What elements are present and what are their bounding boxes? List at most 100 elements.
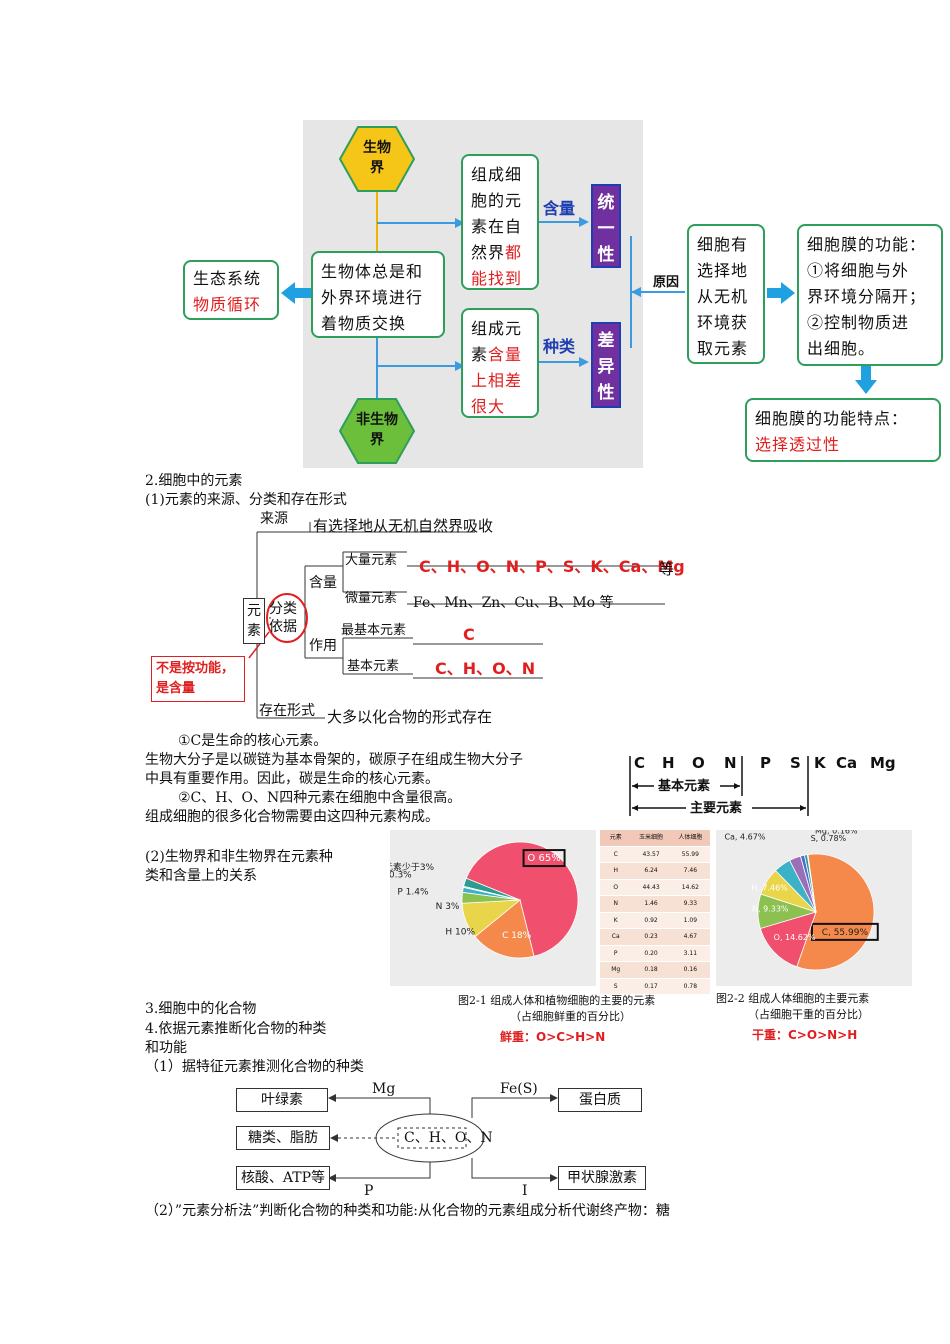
- table-cell: 0.17: [644, 982, 658, 990]
- most-basic-label: 最基本元素: [341, 623, 407, 638]
- sub4-1: （1）据特征元素推测化合物的种类: [145, 1059, 364, 1075]
- table-row: P 0.20 3.11: [600, 945, 710, 962]
- pie-label: O, 14.62%: [774, 933, 816, 942]
- basis-label: 分类 依据: [269, 601, 297, 635]
- el-n: N: [724, 754, 737, 772]
- table-cell: Ca: [611, 933, 620, 940]
- macro-elements: C、H、O、N、P、S、K、Ca、Mg: [419, 557, 685, 576]
- table-cell: P: [613, 949, 618, 957]
- table-cell: 0.78: [683, 982, 698, 990]
- label-content: 含量: [543, 199, 576, 218]
- el-o: O: [692, 754, 705, 772]
- hex-bio-label: 生物界: [363, 140, 391, 176]
- p1-line1: 生物大分子是以碳链为基本骨架的，碳原子在组成生物大分子: [145, 752, 523, 768]
- nucleic-box: 核酸、ATP等: [236, 1166, 330, 1190]
- found-line4: 然界都: [471, 243, 523, 262]
- label-fe-s: Fe(S): [500, 1081, 538, 1097]
- table-cell: 9.33: [683, 900, 698, 907]
- p2-title: ②C、H、O、N四种元素在细胞中含量很高。: [178, 790, 462, 806]
- section4-line1: 4.依据元素推断化合物的种类: [145, 1021, 327, 1037]
- table-cell: 0.20: [644, 949, 658, 957]
- found-line5: 能找到: [471, 269, 523, 288]
- sub4-2: （2）”元素分析法”判断化合物的种类和功能:从化合物的元素组成分析代谢终产物：糖: [145, 1203, 670, 1219]
- el-k: K: [814, 754, 826, 772]
- element-tree: 来源 有选择地从无机自然界吸收 元 素 分类 依据 含量 作用 大量元素 C、H…: [145, 508, 685, 730]
- sub2-line2: 类和含量上的关系: [145, 868, 257, 884]
- table-cell: 7.46: [683, 867, 698, 874]
- fig1-note: 鲜重：O>C>H>N: [500, 1030, 606, 1044]
- chlorophyll-box: 叶绿素: [236, 1088, 328, 1112]
- section2-sub1: (1)元素的来源、分类和存在形式: [145, 492, 347, 508]
- pie-label: Mg, 0.16%: [815, 830, 858, 836]
- found-line2: 胞的元: [471, 191, 523, 210]
- found-line1: 组成细: [471, 165, 523, 184]
- el-p: P: [760, 754, 771, 772]
- diff-line2: 素含量: [471, 345, 523, 364]
- hexagon-bio: [339, 126, 415, 192]
- most-basic-element: C: [463, 625, 475, 644]
- el-s: S: [790, 754, 801, 772]
- table-cell: N: [613, 900, 618, 907]
- micro-label: 微量元素: [345, 591, 398, 606]
- exchange-box: 生物体总是和外界环境进行着物质交换: [311, 251, 445, 338]
- table-cell: 玉米细胞: [639, 834, 664, 841]
- fig1-caption-line1: 图2-1 组成人体和植物细胞的主要的元素: [458, 994, 656, 1007]
- form-text: 大多以化合物的形式存在: [327, 708, 493, 726]
- section3-title: 3.细胞中的化合物: [145, 1001, 257, 1017]
- pie-label: S, 0.78%: [811, 834, 847, 843]
- hex-nonbio-label: 非生物界: [356, 412, 398, 448]
- difference-bar: 差 异 性: [591, 322, 621, 408]
- source-text: 有选择地从无机自然界吸收: [313, 517, 494, 535]
- pie-slice: [463, 877, 521, 901]
- table-cell: 43.57: [642, 850, 660, 858]
- macro-label: 大量元素: [345, 553, 398, 568]
- table-cell: C: [613, 850, 618, 858]
- sub2-line1: (2)生物界和非生物界在元素种: [145, 849, 333, 865]
- el-c: C: [634, 754, 646, 772]
- main-elements-label: 主要元素: [690, 801, 743, 816]
- pie-label: N 3%: [436, 902, 460, 912]
- el-mg: Mg: [870, 754, 896, 772]
- pie-label: S 0.3%: [390, 871, 412, 881]
- pie-label: C, 55.99%: [822, 928, 869, 938]
- table-cell: 元素: [609, 834, 622, 841]
- membrane-function-box: 细胞膜的功能： ①将细胞与外 界环境分隔开； ②控制物质进 出细胞。: [797, 224, 943, 366]
- fig1-caption-line2: （占细胞鲜重的百分比）: [510, 1010, 631, 1023]
- form-label: 存在形式: [259, 703, 315, 719]
- fig2-caption-line1: 图2-2 组成人体细胞的主要元素: [716, 992, 870, 1005]
- hexagon-nonbio: [339, 398, 415, 464]
- pie-label: Ca, 4.67%: [724, 833, 765, 842]
- table-cell: 1.46: [644, 900, 658, 907]
- p1-title: ①C是生命的核心元素。: [178, 733, 328, 749]
- micro-elements: Fe、Mn、Zn、Cu、B、Mo 等: [413, 595, 614, 611]
- table-cell: O: [613, 883, 619, 891]
- pie-label: O 65%: [527, 853, 560, 864]
- pie-label: H 10%: [445, 928, 475, 938]
- pie-label: H, 7.46%: [751, 884, 788, 893]
- function-label: 作用: [309, 638, 337, 654]
- label-kind: 种类: [543, 337, 576, 356]
- table-cell: 0.92: [644, 916, 658, 924]
- fig2-caption-line2: （占细胞干重的百分比）: [748, 1008, 869, 1021]
- source-label: 来源: [260, 511, 288, 527]
- label-mg: Mg: [372, 1081, 396, 1097]
- label-p: P: [364, 1183, 374, 1199]
- table-cell: 0.16: [683, 966, 698, 973]
- basic-elements-label: 基本元素: [658, 779, 711, 794]
- note-box: 不是按功能， 是含量: [151, 656, 245, 702]
- table-cell: Mg: [611, 966, 621, 973]
- pie-slice: [474, 899, 535, 959]
- table-cell: 3.11: [683, 949, 698, 957]
- diff-line4: 很大: [471, 397, 506, 416]
- compound-diagram: 叶绿素 糖类、脂肪 核酸、ATP等 蛋白质 甲状腺激素 Mg Fe(S) P I…: [232, 1076, 652, 1200]
- dry-weight-pie: C, 55.99% O, 14.62% N, 9.33% H, 7.46% Ca, 4.…: [724, 830, 879, 971]
- diff-line3: 上相差: [471, 371, 523, 390]
- highlight-box: [522, 849, 566, 868]
- pie-slice: [796, 853, 875, 971]
- pie-label: N, 9.33%: [752, 904, 789, 913]
